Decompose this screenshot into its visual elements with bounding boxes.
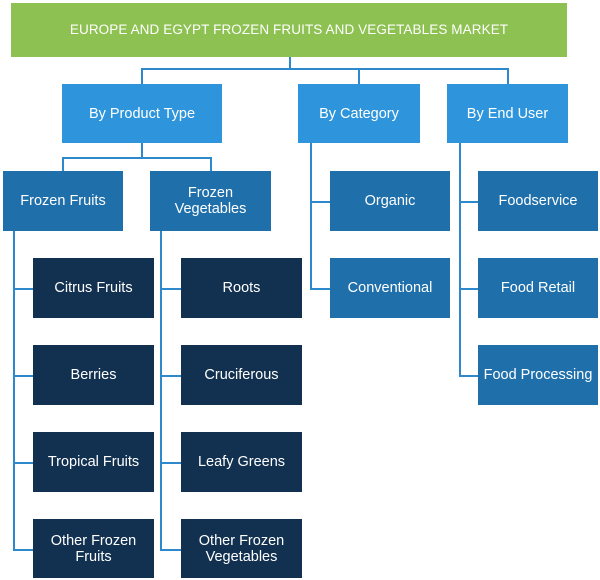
segment-by-product-type: By Product Type bbox=[62, 84, 222, 143]
connector-vegetables-1 bbox=[160, 288, 181, 290]
node-berries: Berries bbox=[33, 345, 154, 405]
node-citrus-fruits: Citrus Fruits bbox=[33, 258, 154, 318]
market-title: EUROPE AND EGYPT FROZEN FRUITS AND VEGET… bbox=[11, 3, 567, 57]
connector-to-end-user bbox=[507, 68, 509, 84]
node-foodservice: Foodservice bbox=[478, 171, 598, 231]
connector-product-subbar bbox=[62, 157, 212, 159]
connector-vegetables-trunk bbox=[160, 231, 162, 550]
node-frozen-vegetables: Frozen Vegetables bbox=[150, 171, 271, 231]
connector-to-product-type bbox=[141, 68, 143, 84]
connector-title-down bbox=[289, 57, 291, 69]
node-other-frozen-vegetables: Other Frozen Vegetables bbox=[181, 519, 302, 578]
node-conventional: Conventional bbox=[330, 258, 450, 318]
connector-vegetables-2 bbox=[160, 375, 181, 377]
connector-to-frozen-vegetables bbox=[210, 157, 212, 171]
connector-end-user-3 bbox=[459, 375, 478, 377]
connector-end-user-2 bbox=[459, 288, 478, 290]
node-organic: Organic bbox=[330, 171, 450, 231]
connector-fruits-1 bbox=[13, 288, 33, 290]
node-cruciferous: Cruciferous bbox=[181, 345, 302, 405]
connector-vegetables-3 bbox=[160, 462, 181, 464]
node-frozen-fruits: Frozen Fruits bbox=[3, 171, 123, 231]
node-tropical-fruits: Tropical Fruits bbox=[33, 432, 154, 492]
connector-fruits-trunk bbox=[13, 231, 15, 550]
connector-fruits-2 bbox=[13, 375, 33, 377]
connector-fruits-4 bbox=[13, 549, 33, 551]
connector-to-category bbox=[358, 68, 360, 84]
connector-product-type-down bbox=[141, 143, 143, 158]
node-other-frozen-fruits: Other Frozen Fruits bbox=[33, 519, 154, 578]
connector-end-user-trunk bbox=[459, 143, 461, 376]
connector-end-user-1 bbox=[459, 201, 478, 203]
connector-category-1 bbox=[310, 201, 330, 203]
node-leafy-greens: Leafy Greens bbox=[181, 432, 302, 492]
connector-level1-bar bbox=[141, 68, 508, 70]
connector-category-trunk bbox=[310, 143, 312, 289]
connector-category-2 bbox=[310, 288, 330, 290]
segment-by-end-user: By End User bbox=[447, 84, 568, 143]
node-food-retail: Food Retail bbox=[478, 258, 598, 318]
node-food-processing: Food Processing bbox=[478, 345, 598, 405]
connector-fruits-3 bbox=[13, 462, 33, 464]
connector-vegetables-4 bbox=[160, 549, 181, 551]
connector-to-frozen-fruits bbox=[62, 157, 64, 171]
segment-by-category: By Category bbox=[298, 84, 420, 143]
node-roots: Roots bbox=[181, 258, 302, 318]
